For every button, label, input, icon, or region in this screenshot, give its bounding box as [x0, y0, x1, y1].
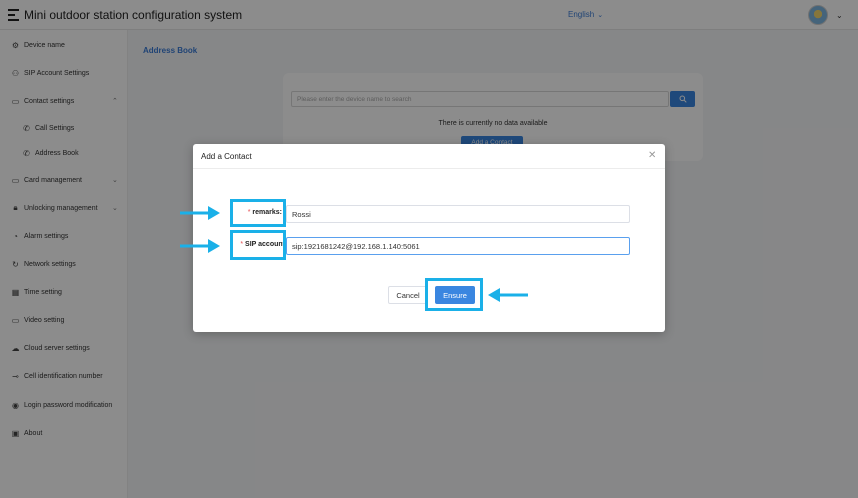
refresh-icon: ↻ — [12, 259, 19, 269]
sidebar-item-about[interactable]: ▣ About — [0, 423, 128, 443]
bell-icon: ◔ — [13, 231, 18, 241]
user-icon: ⚇ — [11, 68, 20, 78]
search-input[interactable]: Please enter the device name to search — [291, 91, 669, 107]
gear-icon: ⚙ — [11, 40, 20, 50]
phone-icon: ✆ — [23, 148, 30, 158]
sidebar-item-cloud-server[interactable]: ☁ Cloud server settings — [0, 338, 128, 358]
sidebar-item-address-book[interactable]: ✆ Address Book — [0, 143, 128, 163]
sidebar-item-unlocking-management[interactable]: 🔒︎ Unlocking management ⌄ — [0, 198, 128, 218]
lock-icon: 🔒︎ — [13, 203, 18, 212]
menu-logo-icon — [8, 9, 19, 21]
required-asterisk: * — [247, 209, 251, 216]
calendar-icon: ▦ — [11, 287, 20, 297]
sidebar-item-video-setting[interactable]: ▭ Video setting — [0, 310, 128, 330]
chevron-down-icon: ⌄ — [597, 12, 604, 19]
video-icon: ▭ — [11, 315, 20, 325]
chevron-down-icon[interactable]: ⌄ — [836, 11, 843, 20]
dialog-title: Add a Contact — [201, 152, 252, 161]
sidebar-item-cell-id[interactable]: ⊸ Cell identification number — [0, 366, 128, 386]
phone-icon: ✆ — [23, 123, 30, 133]
ensure-button[interactable]: Ensure — [435, 286, 475, 304]
required-asterisk: * — [240, 241, 244, 248]
sip-account-input[interactable] — [286, 237, 630, 255]
sidebar-item-call-settings[interactable]: ✆ Call Settings — [0, 118, 128, 138]
sidebar-item-contact-settings[interactable]: ▭ Contact settings ⌃ — [0, 91, 128, 111]
language-selector[interactable]: English⌄ — [568, 10, 603, 19]
remarks-input[interactable] — [286, 205, 630, 223]
remarks-highlight-box — [230, 199, 286, 227]
sidebar-item-label: About — [24, 429, 43, 437]
sidebar-item-time-setting[interactable]: ▦ Time setting — [0, 282, 128, 302]
sidebar-item-label: Contact settings — [24, 97, 75, 105]
folder-icon: ▭ — [11, 96, 20, 106]
sidebar: ⚙ Device name ⚇ SIP Account Settings ▭ Cont… — [0, 30, 128, 498]
cloud-icon: ☁ — [11, 343, 20, 353]
sidebar-item-alarm-settings[interactable]: ◔ Alarm settings — [0, 226, 128, 246]
chevron-down-icon: ⌄ — [112, 205, 118, 212]
sidebar-item-label: Time setting — [24, 288, 62, 296]
sidebar-item-label: Unlocking management — [24, 204, 98, 212]
empty-state-text: There is currently no data available — [438, 120, 548, 127]
sidebar-item-label: Alarm settings — [24, 232, 69, 240]
eye-icon: ◉ — [12, 400, 19, 410]
left-arrow-icon — [488, 288, 528, 302]
right-arrow-icon — [180, 239, 220, 253]
sidebar-item-label: Video setting — [24, 316, 65, 324]
add-contact-dialog: Add a Contact ✕ *remarks: *SIP account C… — [193, 144, 665, 332]
chevron-up-icon: ⌃ — [112, 98, 118, 105]
breadcrumb: Address Book — [143, 46, 198, 55]
sidebar-item-label: Cell identification number — [24, 372, 103, 380]
search-button[interactable] — [670, 91, 695, 107]
card-icon: ▭ — [11, 175, 20, 185]
avatar[interactable] — [808, 5, 828, 25]
app-title: Mini outdoor station configuration syste… — [24, 8, 243, 22]
ensure-highlight-box — [425, 278, 483, 311]
sidebar-item-label: Call Settings — [35, 124, 75, 132]
remarks-label: *remarks: — [237, 209, 282, 216]
sip-account-highlight-box — [230, 230, 286, 260]
top-bar: Mini outdoor station configuration syste… — [0, 0, 858, 30]
search-icon — [679, 95, 687, 103]
chevron-down-icon: ⌄ — [112, 177, 118, 184]
sidebar-item-label: Card management — [24, 176, 82, 184]
sidebar-item-label: Device name — [24, 41, 65, 49]
sip-account-label-text: SIP account — [245, 241, 285, 248]
info-icon: ▣ — [11, 428, 20, 438]
sidebar-item-sip-account[interactable]: ⚇ SIP Account Settings — [0, 63, 128, 83]
close-icon[interactable]: ✕ — [648, 150, 657, 161]
sidebar-item-card-management[interactable]: ▭ Card management ⌄ — [0, 170, 128, 190]
sidebar-item-label: SIP Account Settings — [24, 69, 90, 77]
sip-account-label: *SIP account — [233, 241, 285, 248]
sidebar-item-label: Cloud server settings — [24, 344, 90, 352]
sidebar-item-label: Address Book — [35, 149, 79, 157]
cancel-button[interactable]: Cancel — [388, 286, 428, 304]
sidebar-item-network-settings[interactable]: ↻ Network settings — [0, 254, 128, 274]
dialog-header: Add a Contact ✕ — [193, 144, 665, 169]
right-arrow-icon — [180, 206, 220, 220]
language-label: English — [568, 10, 595, 19]
sidebar-item-login-password[interactable]: ◉ Login password modification — [0, 395, 128, 415]
link-icon: ⊸ — [12, 371, 19, 381]
sidebar-item-label: Login password modification — [24, 401, 113, 409]
sidebar-item-label: Network settings — [24, 260, 76, 268]
sidebar-item-device-name[interactable]: ⚙ Device name — [0, 35, 128, 55]
remarks-label-text: remarks: — [252, 209, 282, 216]
